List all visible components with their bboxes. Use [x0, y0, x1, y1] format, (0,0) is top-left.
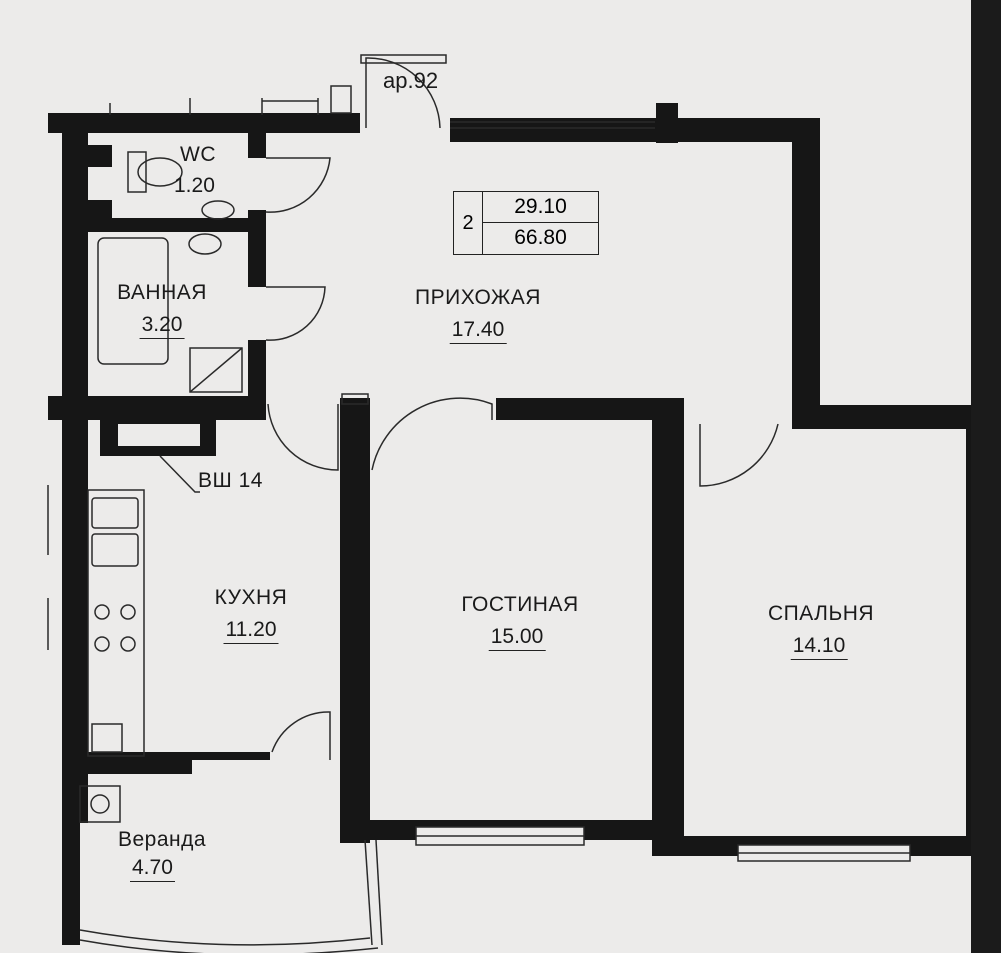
apartment-number-label: ар.92	[383, 68, 439, 93]
bathroom-area: 3.20	[139, 313, 185, 339]
hallway-area: 17.40	[449, 318, 507, 344]
bathroom-name: ВАННАЯ	[117, 281, 207, 304]
kitchen-name: КУХНЯ	[214, 586, 288, 609]
living-area-value: 29.10	[483, 192, 598, 223]
bedroom-area: 14.10	[790, 634, 848, 660]
photo-edge-shadow	[971, 0, 1001, 953]
living-room-area: 15.00	[488, 625, 546, 651]
rooms-count: 2	[454, 192, 483, 254]
living-room-name: ГОСТИНАЯ	[461, 593, 579, 616]
veranda-area: 4.70	[130, 856, 175, 882]
area-summary-box: 2 29.10 66.80	[453, 191, 599, 255]
hallway-name: ПРИХОЖАЯ	[415, 286, 541, 309]
wc-name: WC	[180, 143, 216, 166]
kitchen-area: 11.20	[223, 618, 279, 644]
shaft-label: ВШ 14	[198, 469, 263, 492]
fixtures	[47, 54, 911, 953]
bedroom-name: СПАЛЬНЯ	[767, 602, 875, 625]
total-area-value: 66.80	[514, 226, 567, 249]
wc-area: 1.20	[174, 174, 215, 197]
veranda-name: Веранда	[118, 828, 207, 851]
